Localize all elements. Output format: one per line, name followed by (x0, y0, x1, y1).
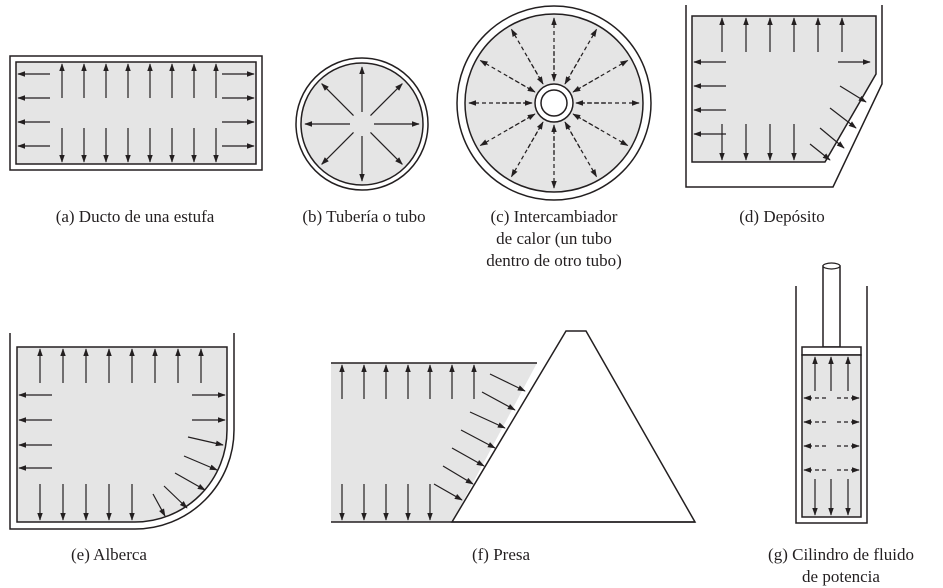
tank-wall (685, 5, 883, 188)
piston-rod (822, 265, 841, 348)
pool-pressure-arrows (18, 348, 226, 521)
pressure-arrow (152, 493, 166, 517)
pressure-arrow (564, 57, 581, 85)
pipe-figure (295, 57, 429, 191)
caption-line: (g) Cilindro de fluido (768, 545, 914, 564)
dam-figure (331, 330, 697, 523)
caption-line: de calor (un tubo (496, 229, 612, 248)
pipe-outer-wall (295, 57, 429, 191)
tank-figure (685, 5, 883, 188)
cylinder-wall (795, 286, 868, 524)
caption-line: dentro de otro tubo) (486, 251, 622, 270)
caption-pool: (e) Alberca (44, 544, 174, 566)
pressure-arrow (469, 411, 506, 429)
pressure-arrow (572, 76, 600, 93)
tank-pressure-arrows (693, 17, 871, 161)
pressure-arrow (163, 485, 188, 509)
piston-rod-top (822, 262, 841, 270)
inner-tube-inner (540, 89, 568, 117)
piston-head (801, 346, 862, 356)
pressure-arrow (564, 121, 581, 149)
pressure-arrow (321, 83, 354, 116)
pressure-arrow (187, 436, 224, 447)
caption-dam: (f) Presa (446, 544, 556, 566)
pool-wall (9, 333, 235, 530)
pressure-arrow (527, 121, 544, 149)
caption-line: (e) Alberca (71, 545, 147, 564)
caption-duct: (a) Ducto de una estufa (20, 206, 250, 228)
pipe-pressure-arrows (304, 66, 420, 182)
duct-pressure-arrows (17, 63, 255, 163)
pressure-arrow (489, 373, 526, 392)
caption-tank: (d) Depósito (724, 206, 840, 228)
pressure-arrow (183, 455, 218, 471)
cylinder-figure (795, 262, 868, 524)
pool-fluid (16, 346, 228, 523)
caption-line: (d) Depósito (739, 207, 825, 226)
pressure-arrow (370, 132, 403, 165)
pressure-arrow (839, 85, 867, 103)
caption-cylinder: (g) Cilindro de fluido de potencia (746, 544, 936, 588)
pressure-arrow (508, 113, 536, 130)
caption-heat-exchanger: (c) Intercambiador de calor (un tubo dentr… (466, 206, 642, 272)
dam-pressure-arrows (339, 364, 526, 521)
pressure-arrow (527, 57, 544, 85)
caption-line: (a) Ducto de una estufa (55, 207, 215, 226)
tank-fluid (691, 15, 877, 163)
caption-line: (f) Presa (471, 545, 531, 564)
caption-line: (c) Intercambiador (490, 207, 618, 226)
pressure-arrow (442, 465, 474, 485)
pool-figure (9, 333, 235, 530)
duct-figure (9, 55, 263, 171)
caption-line: de potencia (802, 567, 880, 586)
pressure-arrow (433, 483, 463, 501)
outer-tube-wall (456, 5, 652, 201)
pressure-arrow (481, 391, 516, 411)
pressure-arrow (370, 83, 403, 116)
dam-water (331, 363, 537, 522)
pressure-arrow (572, 113, 600, 130)
heat-exchanger-figure (456, 5, 652, 201)
caption-pipe: (b) Tubería o tubo (282, 206, 446, 228)
pressure-arrow (174, 472, 206, 491)
duct-outer-wall (9, 55, 263, 171)
pressure-arrow (321, 132, 354, 165)
pressure-arrow (819, 127, 845, 149)
cylinder-pressure-arrows (803, 356, 860, 516)
pressure-arrow (809, 143, 831, 161)
pressure-arrow (829, 107, 857, 129)
pressure-arrow (508, 76, 536, 93)
pressure-arrow (460, 429, 496, 449)
caption-line: (b) Tubería o tubo (302, 207, 426, 226)
pressure-arrow (451, 447, 485, 467)
duct-fluid (15, 61, 257, 165)
annulus-pressure-arrows (468, 17, 640, 189)
